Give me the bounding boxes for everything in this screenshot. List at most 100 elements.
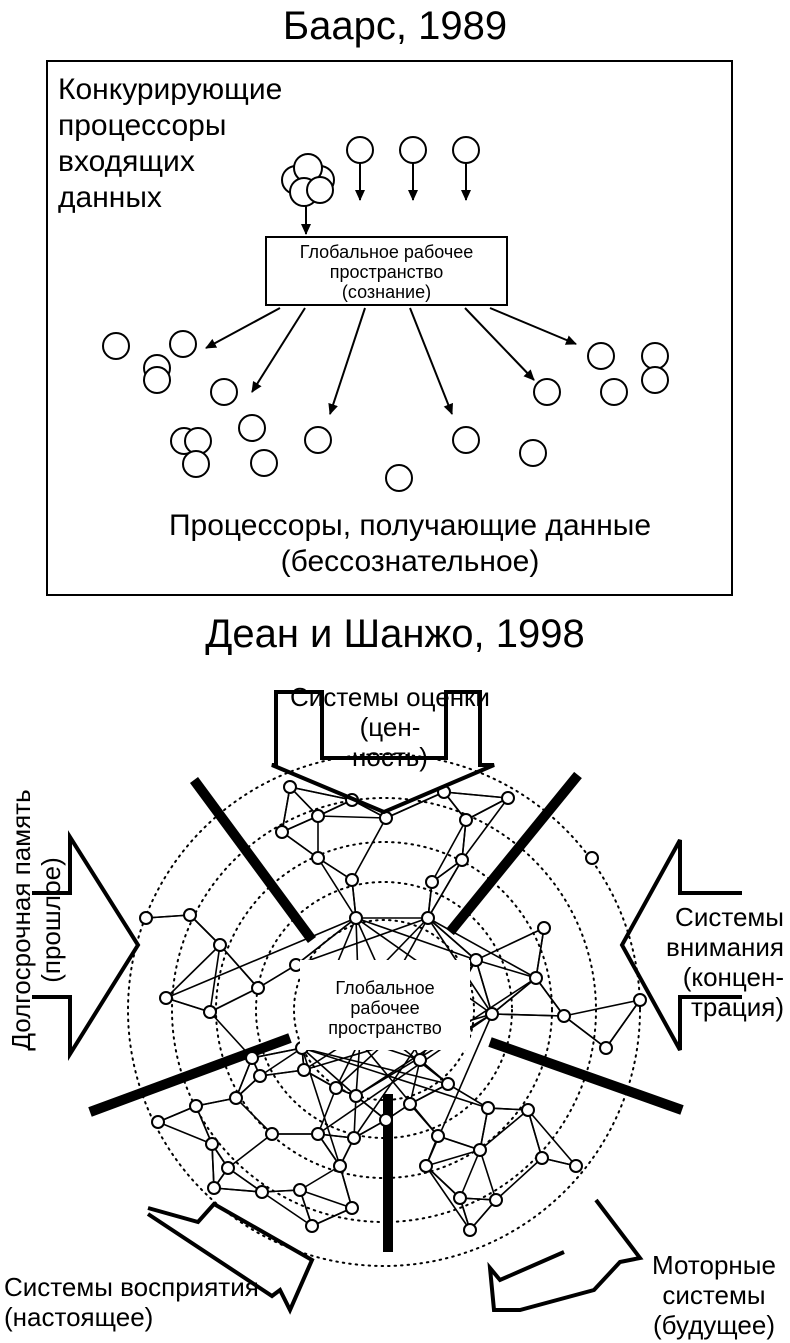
divider-bar xyxy=(446,771,582,936)
network-node xyxy=(203,1005,217,1019)
network-edge xyxy=(209,944,221,1013)
receiving-processor-circle xyxy=(519,439,547,467)
receiving-line-2: (бессознательное) xyxy=(280,545,540,578)
network-edge xyxy=(431,819,467,883)
network-edge xyxy=(157,1121,213,1145)
receiving-processor-circle xyxy=(143,366,171,394)
broadcast-arrow xyxy=(464,307,535,381)
network-node xyxy=(205,1137,219,1151)
network-node xyxy=(537,921,551,935)
network-node xyxy=(585,851,599,865)
network-edge xyxy=(425,1165,471,1231)
network-edge xyxy=(145,914,191,919)
network-node xyxy=(265,1127,279,1141)
network-node xyxy=(311,1127,325,1141)
receiving-processor-circle xyxy=(641,366,669,394)
network-node xyxy=(139,911,153,925)
attention-systems-label: Системы внимания (концен- трация) xyxy=(600,902,784,1022)
network-edge xyxy=(605,999,641,1049)
network-node xyxy=(419,1159,433,1173)
network-edge xyxy=(535,927,545,979)
motor-line-3: (будущее) xyxy=(653,1310,775,1340)
network-edge xyxy=(563,999,641,1017)
network-node xyxy=(255,1185,269,1199)
network-nodes xyxy=(139,780,647,1237)
network-node xyxy=(441,1077,455,1091)
receiving-processor-circle xyxy=(533,378,561,406)
ring xyxy=(293,919,475,1101)
receiving-processor-circle xyxy=(184,427,212,455)
network-edge xyxy=(475,959,493,1015)
motor-line-2: системы xyxy=(662,1280,766,1310)
gws1-line-3: (сознание) xyxy=(341,282,432,302)
attention-line-1: Системы xyxy=(675,902,784,932)
network-node xyxy=(293,1183,307,1197)
receiving-processor-circle xyxy=(304,426,332,454)
competing-line-4: данных xyxy=(58,181,162,214)
network-edge xyxy=(227,1133,273,1169)
divider-bar xyxy=(88,1033,292,1117)
competing-line-1: Конкурирующие xyxy=(58,73,283,106)
network-node xyxy=(413,1053,427,1067)
memory-arrow xyxy=(32,830,141,1061)
network-node xyxy=(469,953,483,967)
network-node xyxy=(333,1159,347,1173)
receiving-processor-circle xyxy=(102,332,130,360)
receiving-processor-circle xyxy=(600,378,628,406)
network-node xyxy=(347,1131,361,1145)
network-node xyxy=(275,825,289,839)
receiving-processor-circle xyxy=(385,464,413,492)
network-node xyxy=(329,1081,343,1095)
receiving-processor-circle xyxy=(169,330,197,358)
perception-systems-label: Системы восприятия (настоящее) xyxy=(4,1272,259,1332)
network-node xyxy=(151,1115,165,1129)
network-node xyxy=(189,1099,203,1113)
network-edge xyxy=(281,786,291,833)
divider-bar xyxy=(488,1037,684,1115)
network-edge xyxy=(235,1057,253,1099)
dehaene-title: Деан и Шанжо, 1998 xyxy=(205,612,585,656)
network-edge xyxy=(527,1109,577,1167)
network-edge xyxy=(213,1187,263,1193)
network-edge xyxy=(535,977,565,1017)
network-edge xyxy=(317,815,387,819)
network-edge xyxy=(425,1149,481,1167)
network-node xyxy=(463,1223,477,1237)
network-edge xyxy=(251,1047,303,1059)
network-edge xyxy=(437,1135,481,1151)
network-edge xyxy=(317,1087,337,1135)
evaluation-line-1: Системы оценки xyxy=(290,682,490,712)
receiving-processor-circle xyxy=(182,450,210,478)
network-node xyxy=(349,911,363,925)
input-processor-circle xyxy=(452,136,480,164)
network-edge xyxy=(211,1143,215,1189)
network-node xyxy=(345,873,359,887)
network-edge xyxy=(447,1083,489,1109)
network-edge xyxy=(475,927,545,961)
network-node xyxy=(481,1101,495,1115)
receiving-processor-circle xyxy=(587,342,615,370)
network-node xyxy=(535,1151,549,1165)
network-edge xyxy=(235,1097,273,1135)
network-node xyxy=(349,1089,363,1103)
network-node xyxy=(599,1041,613,1055)
input-processor-circle xyxy=(346,136,374,164)
network-edge xyxy=(491,1013,565,1017)
network-edge xyxy=(311,1207,353,1227)
network-edge xyxy=(259,1069,305,1077)
network-edge xyxy=(295,917,429,966)
network-edge xyxy=(427,917,537,979)
network-edge xyxy=(299,1189,353,1209)
network-edge xyxy=(491,977,537,1015)
perception-line-2: (настоящее) xyxy=(4,1302,154,1332)
receiving-line-1: Процессоры, получающие данные xyxy=(168,509,652,542)
network-edge xyxy=(353,1095,357,1139)
network-node xyxy=(453,1191,467,1205)
network-edge xyxy=(295,917,357,966)
gws2-line-1: Глобальное xyxy=(335,978,435,998)
network-node xyxy=(379,811,393,825)
network-edge xyxy=(465,797,509,821)
network-node xyxy=(245,1051,259,1065)
memory-line-1: Долгосрочная память xyxy=(6,789,36,1051)
